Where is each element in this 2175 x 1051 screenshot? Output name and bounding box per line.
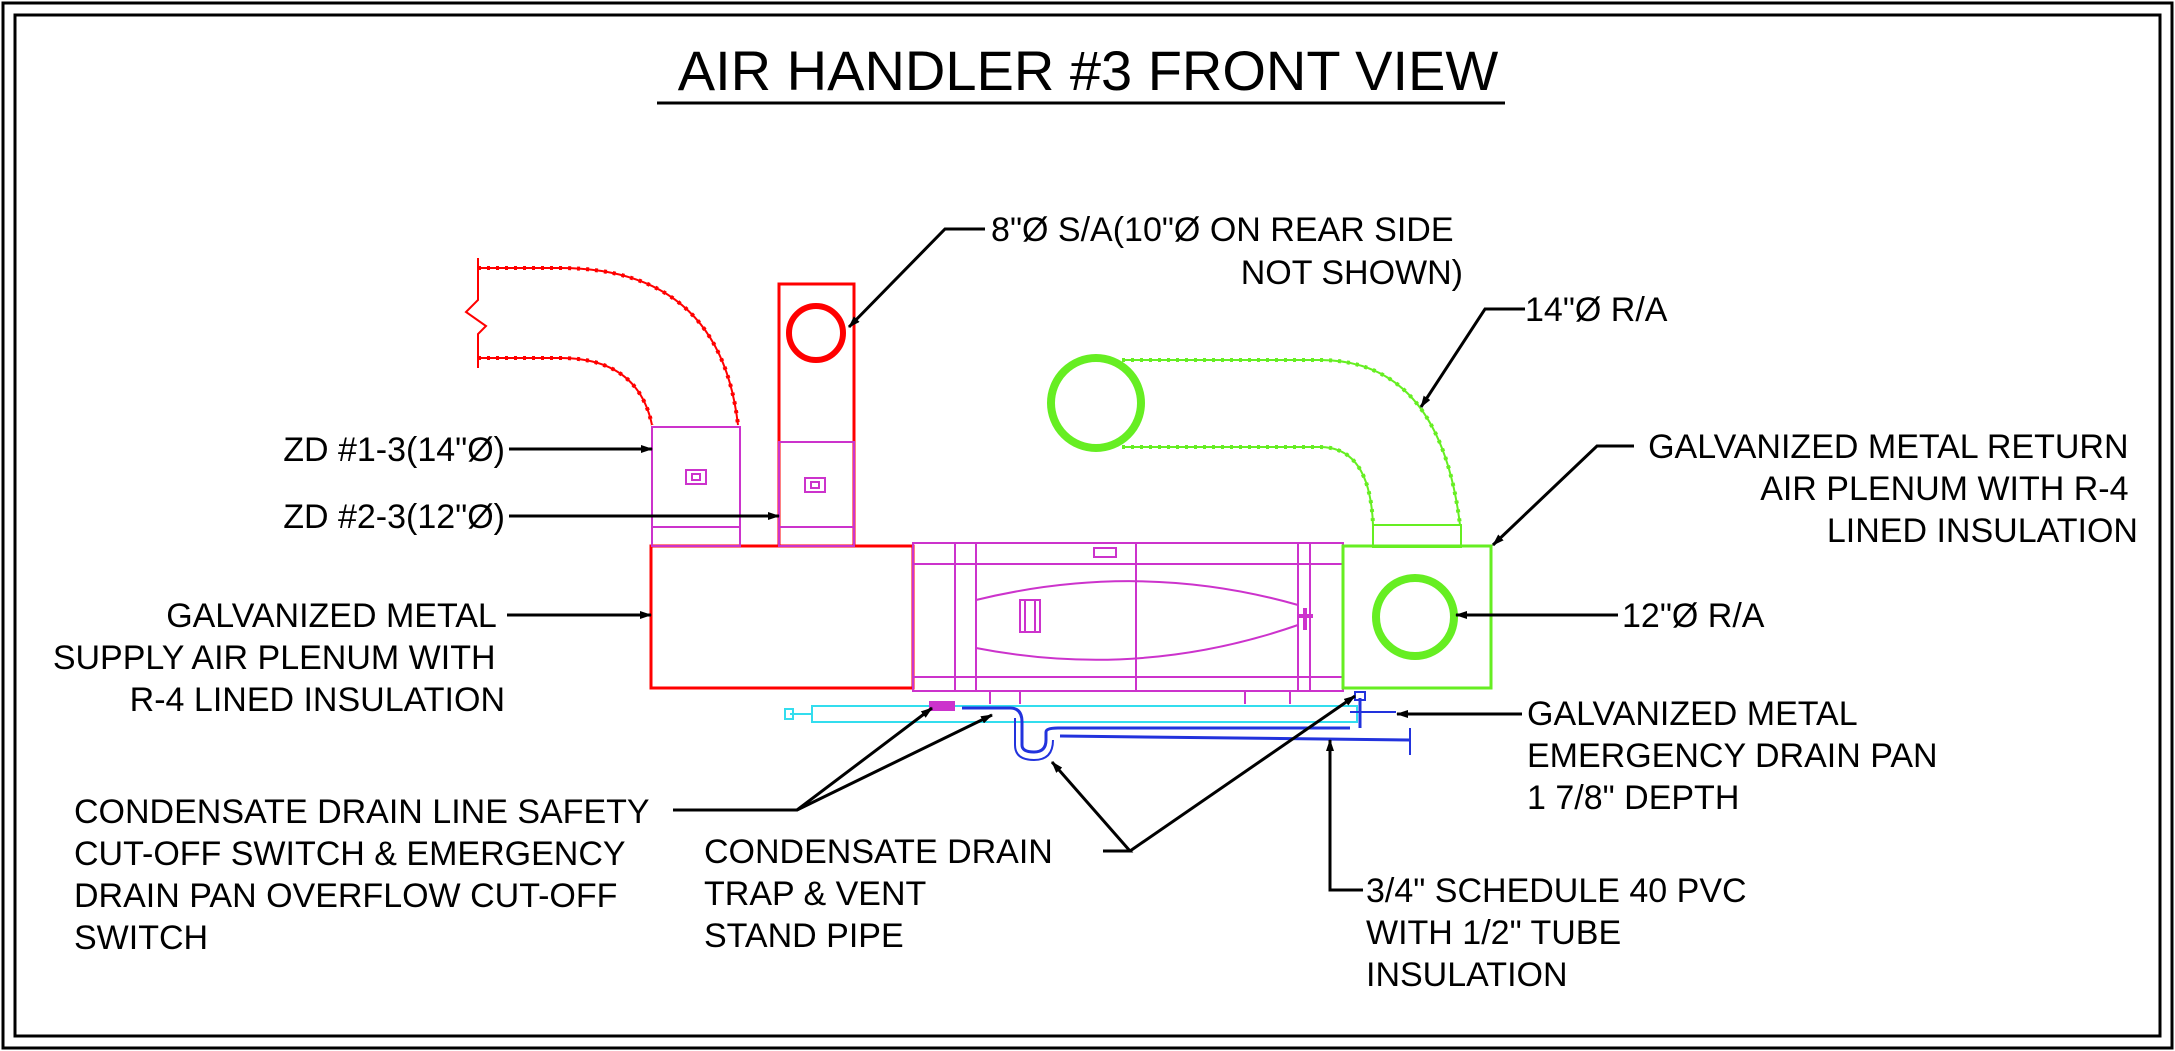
pvc-drain-line	[1059, 734, 1411, 742]
label-return-plenum: GALVANIZED METAL RETURN AIR PLENUM WITH …	[1648, 428, 2138, 550]
leader-lines	[507, 227, 1634, 892]
ra-14in-circle	[1047, 354, 1145, 452]
supply-ductwork	[464, 258, 915, 690]
break-symbol	[464, 258, 488, 368]
emergency-drain-pan	[811, 705, 1358, 723]
leader-cutoff-b	[796, 713, 993, 812]
return-plenum	[1341, 544, 1493, 690]
label-ra-14in: 14"Ø R/A	[1525, 291, 1668, 329]
flex-duct-14in-ra-outer	[1122, 358, 1462, 526]
leader-ra-14in	[1419, 307, 1525, 408]
label-emergency-pan: GALVANIZED METAL EMERGENCY DRAIN PAN 1 7…	[1527, 695, 1947, 817]
label-supply-plenum: GALVANIZED METAL SUPPLY AIR PLENUM WITH …	[53, 597, 505, 719]
condensate-trap	[962, 706, 1350, 754]
leader-return-plenum	[1491, 444, 1634, 547]
supply-plenum	[649, 544, 915, 690]
labels: 8"Ø S/A(10"Ø ON REAR SIDE NOT SHOWN) 14"…	[53, 211, 2138, 994]
sa-8in-circle	[786, 303, 846, 363]
zone-dampers	[651, 426, 855, 547]
drain-assembly	[784, 691, 1411, 762]
label-sa-8in: 8"Ø S/A(10"Ø ON REAR SIDE NOT SHOWN)	[991, 211, 1463, 292]
flex-duct-14in-outer	[478, 266, 740, 426]
label-pvc: 3/4" SCHEDULE 40 PVC WITH 1/2" TUBE INSU…	[1366, 872, 1756, 994]
leader-drain-b	[1129, 694, 1356, 853]
drawing-title: AIR HANDLER #3 FRONT VIEW	[678, 39, 1499, 102]
leader-cutoff-a	[673, 706, 933, 812]
flex-duct-14in-inner	[478, 356, 654, 426]
label-cutoff-switch: CONDENSATE DRAIN LINE SAFETY CUT-OFF SWI…	[74, 793, 658, 957]
zone-damper-1	[651, 426, 741, 547]
ra-12in-circle	[1372, 574, 1458, 660]
ra-collar	[1372, 524, 1462, 548]
label-zd-1: ZD #1-3(14"Ø)	[283, 431, 505, 469]
air-handler-unit	[912, 542, 1344, 704]
leader-drain-a	[1050, 761, 1134, 853]
leader-sa-8in	[847, 227, 985, 329]
zone-damper-2	[778, 441, 855, 547]
label-ra-12in: 12"Ø R/A	[1622, 597, 1765, 635]
inner-border	[13, 13, 2162, 1038]
label-zd-2: ZD #2-3(12"Ø)	[283, 498, 505, 536]
return-ductwork	[1047, 354, 1493, 690]
flex-duct-14in-ra-inner	[1122, 445, 1375, 526]
leader-pvc	[1326, 739, 1363, 892]
label-drain-trap: CONDENSATE DRAIN TRAP & VENT STAND PIPE	[704, 833, 1062, 955]
